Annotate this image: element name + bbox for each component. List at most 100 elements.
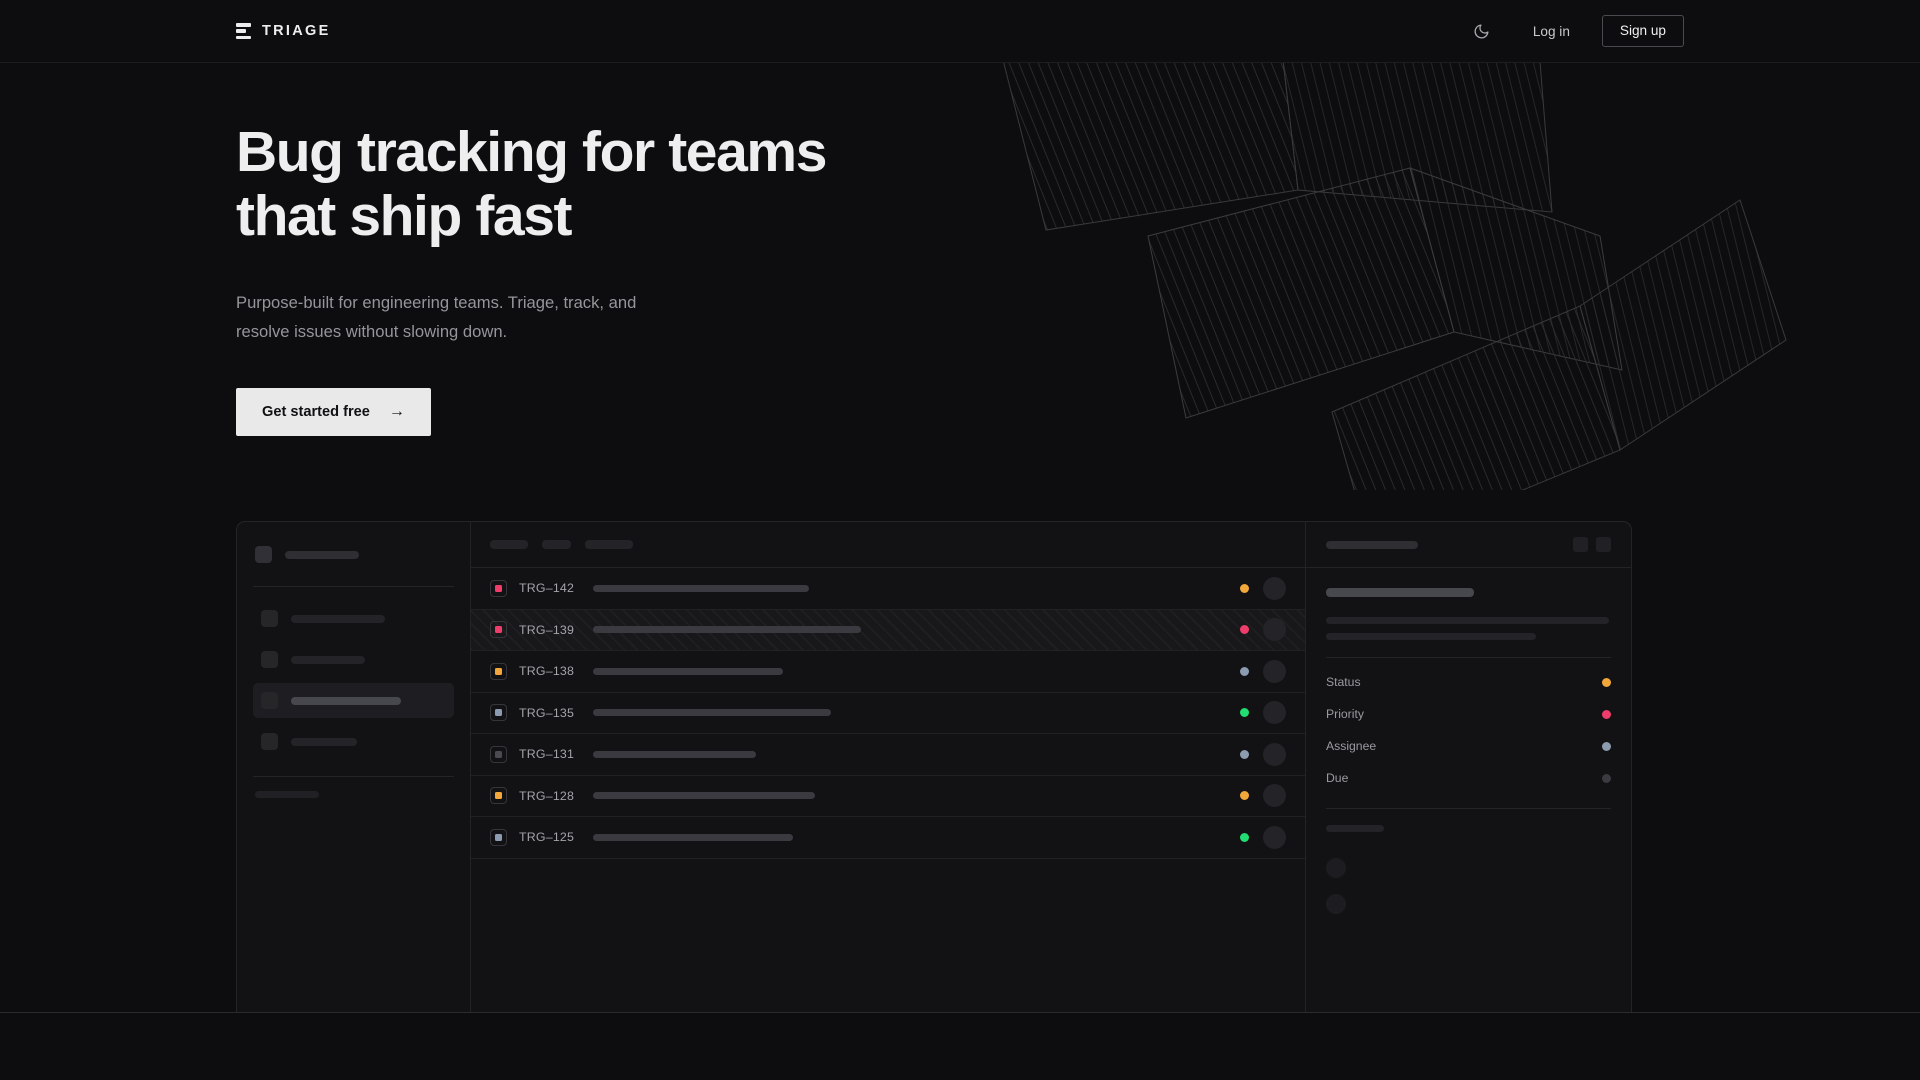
decorative-hatched-panels (980, 33, 1820, 553)
sidebar-sub-item-2[interactable] (253, 832, 454, 848)
activity-item-2 (1326, 886, 1611, 922)
sidebar-nav-item-3[interactable] (253, 683, 454, 718)
issue-title-placeholder (593, 833, 793, 841)
sidebar-divider-top (253, 586, 454, 587)
signup-button[interactable]: Sign up (1601, 14, 1684, 48)
priority-badge-icon (490, 662, 507, 680)
detail-divider-bottom (1326, 808, 1611, 809)
activity-section-label (1326, 825, 1384, 832)
sidebar-nav-icon (261, 651, 278, 668)
get-started-button[interactable]: Get started free → (236, 388, 431, 436)
meta-label: Assignee (1326, 739, 1377, 753)
detail-meta-row[interactable]: Priority (1326, 698, 1611, 730)
sidebar-nav-item-2[interactable] (253, 642, 454, 677)
activity-avatar (1326, 858, 1346, 878)
issue-row[interactable]: TRG–131 (471, 734, 1305, 776)
sidebar-section-label (255, 791, 319, 798)
sidebar-nav-item-4[interactable] (253, 724, 454, 759)
brand-logo[interactable]: TRIAGE (236, 23, 331, 39)
detail-meta-row[interactable]: Assignee (1326, 730, 1611, 762)
detail-body-line-1 (1326, 617, 1609, 624)
activity-avatar (1326, 894, 1346, 914)
status-dot (1240, 583, 1249, 593)
issue-row-meta (1240, 659, 1286, 683)
issue-id: TRG–142 (519, 581, 575, 596)
issue-row-meta (1240, 576, 1286, 600)
sidebar-sub-item-3[interactable] (253, 848, 454, 864)
issue-row[interactable]: TRG–139 (471, 609, 1305, 651)
moon-icon[interactable] (1465, 14, 1499, 48)
issue-id: TRG–131 (519, 747, 575, 762)
activity-item-1 (1326, 850, 1611, 886)
assignee-avatar[interactable] (1263, 659, 1286, 683)
issue-row-meta (1240, 825, 1286, 849)
status-dot (1240, 708, 1249, 718)
sidebar-divider-bottom (253, 776, 454, 777)
detail-meta-row[interactable]: Status (1326, 666, 1611, 698)
priority-badge-icon (490, 787, 507, 805)
priority-badge-icon (490, 704, 507, 722)
issue-row-meta (1240, 618, 1286, 642)
issue-row[interactable]: TRG–138 (471, 651, 1305, 693)
assignee-avatar[interactable] (1263, 825, 1286, 849)
issue-row[interactable]: TRG–128 (471, 776, 1305, 817)
priority-badge-icon (490, 621, 507, 639)
detail-meta-row[interactable]: Due (1326, 762, 1611, 794)
detail-title-placeholder (1326, 588, 1474, 597)
assignee-avatar[interactable] (1263, 618, 1286, 642)
get-started-label: Get started free (262, 404, 370, 420)
hero-headline: Bug tracking for teams that ship fast (236, 120, 827, 248)
status-dot (1240, 749, 1249, 759)
list-filter-chip-2[interactable] (542, 540, 571, 549)
meta-value-dot (1602, 709, 1611, 719)
assignee-avatar[interactable] (1263, 576, 1286, 600)
priority-badge-icon (490, 828, 507, 846)
detail-header-actions (1573, 537, 1611, 552)
detail-panel-header (1306, 522, 1631, 568)
sidebar-nav-label-placeholder (291, 655, 365, 664)
issue-row-meta (1240, 784, 1286, 808)
status-dot (1240, 791, 1249, 801)
issue-row[interactable]: TRG–142 (471, 568, 1305, 610)
arrow-right-icon: → (388, 403, 405, 420)
sidebar-nav-icon (261, 733, 278, 750)
issue-id: TRG–125 (519, 830, 575, 845)
sidebar-sub-item-1[interactable] (253, 816, 454, 832)
issue-row[interactable]: TRG–125 (471, 817, 1305, 859)
hero-subheadline: Purpose-built for engineering teams. Tri… (236, 293, 637, 341)
detail-breadcrumb-placeholder (1326, 540, 1418, 549)
issue-row[interactable]: TRG–135 (471, 693, 1305, 734)
assignee-avatar[interactable] (1263, 701, 1286, 725)
workspace-avatar (255, 546, 272, 563)
sidebar-nav-item-1[interactable] (253, 601, 454, 636)
detail-action-button-2[interactable] (1596, 537, 1611, 552)
header-actions: Log in Sign up (1465, 14, 1684, 48)
assignee-avatar[interactable] (1263, 742, 1286, 766)
site-header: TRIAGE Log in Sign up (0, 0, 1920, 63)
issue-row-meta (1240, 742, 1286, 766)
meta-label: Due (1326, 771, 1349, 785)
login-link[interactable]: Log in (1532, 23, 1570, 39)
meta-value-dot (1602, 677, 1611, 687)
assignee-avatar[interactable] (1263, 784, 1286, 808)
issue-list-toolbar (471, 522, 1305, 568)
issue-title-placeholder (593, 584, 809, 592)
workspace-switcher[interactable] (253, 540, 454, 569)
issue-row-meta (1240, 701, 1286, 725)
list-filter-chip-3[interactable] (585, 540, 633, 549)
meta-label: Status (1326, 675, 1361, 689)
sidebar-nav-icon (261, 692, 278, 709)
mockup-baseline-rule (0, 1012, 1920, 1013)
priority-badge-icon (490, 745, 507, 763)
list-filter-chip-1[interactable] (490, 540, 528, 549)
priority-badge-icon (490, 579, 507, 597)
detail-action-button-1[interactable] (1573, 537, 1588, 552)
status-dot (1240, 832, 1249, 842)
mockup-sidebar (237, 522, 471, 1013)
